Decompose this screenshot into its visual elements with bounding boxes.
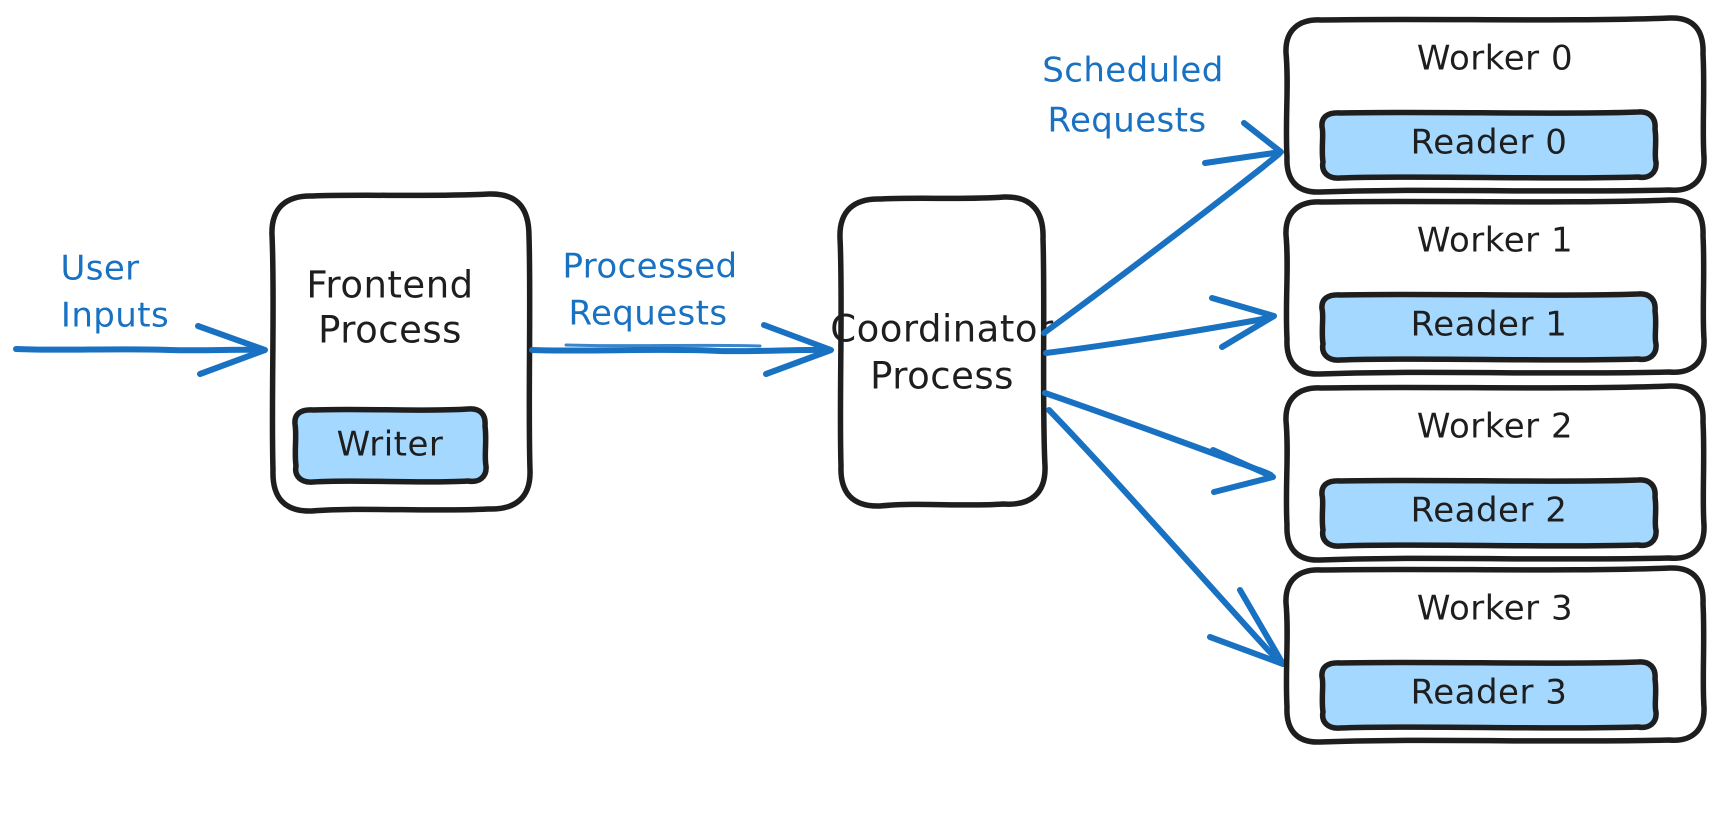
processed-requests-arrow-line-2 — [564, 343, 762, 348]
reader-0-outline — [1319, 109, 1659, 181]
node-reader-0[interactable]: Reader 0 — [1319, 109, 1659, 181]
scheduled-requests-label-line1: Scheduled — [1042, 51, 1223, 91]
node-reader-1[interactable]: Reader 1 — [1319, 291, 1659, 363]
reader-0-label: Reader 0 — [1411, 123, 1568, 163]
arrow-to-worker-3-head — [1207, 587, 1286, 667]
edge-user-inputs: User Inputs — [13, 249, 268, 377]
writer-outline — [292, 406, 489, 485]
arrow-to-worker-2 — [1042, 390, 1276, 495]
worker-1-label: Worker 1 — [1417, 221, 1573, 261]
node-frontend-process[interactable]: Frontend Process Writer — [269, 191, 533, 514]
processed-requests-arrow-line — [529, 346, 833, 355]
user-inputs-label-line2: Inputs — [61, 296, 169, 336]
frontend-process-label-line1: Frontend — [306, 264, 473, 307]
edge-processed-requests: Processed Requests — [529, 247, 834, 377]
worker-0-outline — [1283, 15, 1707, 195]
node-worker-0[interactable]: Worker 0 Reader 0 — [1283, 15, 1707, 195]
arrow-to-worker-3-line — [1046, 407, 1284, 666]
worker-2-label: Worker 2 — [1417, 407, 1573, 447]
arrow-to-worker-1-head — [1209, 295, 1277, 350]
coordinator-process-outline — [837, 194, 1048, 509]
reader-3-label: Reader 3 — [1411, 673, 1568, 713]
reader-1-label: Reader 1 — [1411, 305, 1568, 345]
user-inputs-arrow-line — [13, 346, 267, 354]
node-worker-1[interactable]: Worker 1 Reader 1 — [1283, 197, 1707, 377]
reader-2-outline — [1319, 477, 1659, 549]
worker-1-outline — [1283, 197, 1707, 377]
arrow-to-worker-0 — [1041, 120, 1284, 336]
worker-3-label: Worker 3 — [1417, 589, 1573, 629]
reader-2-label: Reader 2 — [1411, 491, 1568, 531]
arrow-to-worker-3 — [1046, 407, 1286, 667]
node-reader-2[interactable]: Reader 2 — [1319, 477, 1659, 549]
frontend-process-label-line2: Process — [318, 309, 462, 352]
arrow-to-worker-0-head — [1202, 120, 1284, 166]
reader-3-outline — [1319, 659, 1659, 731]
reader-0-fill — [1322, 112, 1656, 178]
frontend-process-outline — [269, 191, 533, 514]
writer-label: Writer — [337, 425, 444, 465]
arrow-to-worker-2-line-2 — [1058, 396, 1242, 467]
arrow-to-worker-0-line — [1041, 151, 1282, 336]
worker-3-outline — [1283, 565, 1707, 745]
worker-0-label: Worker 0 — [1417, 39, 1573, 79]
user-inputs-label-line1: User — [60, 249, 139, 289]
arrow-to-worker-2-head — [1210, 447, 1276, 495]
coordinator-process-label-line2: Process — [870, 355, 1014, 398]
processed-requests-arrow-head — [761, 322, 834, 377]
arrow-to-worker-1 — [1043, 295, 1277, 356]
node-writer[interactable]: Writer — [292, 406, 489, 485]
coordinator-process-label-line1: Coordinator — [830, 308, 1054, 351]
node-coordinator-process[interactable]: Coordinator Process — [830, 194, 1054, 509]
reader-1-outline — [1319, 291, 1659, 363]
reader-3-fill — [1322, 662, 1656, 728]
reader-2-fill — [1322, 480, 1656, 546]
coordinator-process-fill — [840, 197, 1045, 506]
processed-requests-label-line2: Requests — [568, 294, 727, 334]
node-worker-3[interactable]: Worker 3 Reader 3 — [1283, 565, 1707, 745]
reader-1-fill — [1322, 294, 1656, 360]
writer-fill — [295, 409, 486, 482]
node-worker-2[interactable]: Worker 2 Reader 2 — [1283, 383, 1707, 563]
worker-2-outline — [1283, 383, 1707, 563]
node-reader-3[interactable]: Reader 3 — [1319, 659, 1659, 731]
edge-scheduled-requests: Scheduled Requests — [1041, 51, 1286, 667]
user-inputs-arrow-head — [195, 323, 268, 377]
scheduled-requests-label-line2: Requests — [1047, 101, 1206, 141]
processed-requests-label-line1: Processed — [562, 247, 737, 287]
